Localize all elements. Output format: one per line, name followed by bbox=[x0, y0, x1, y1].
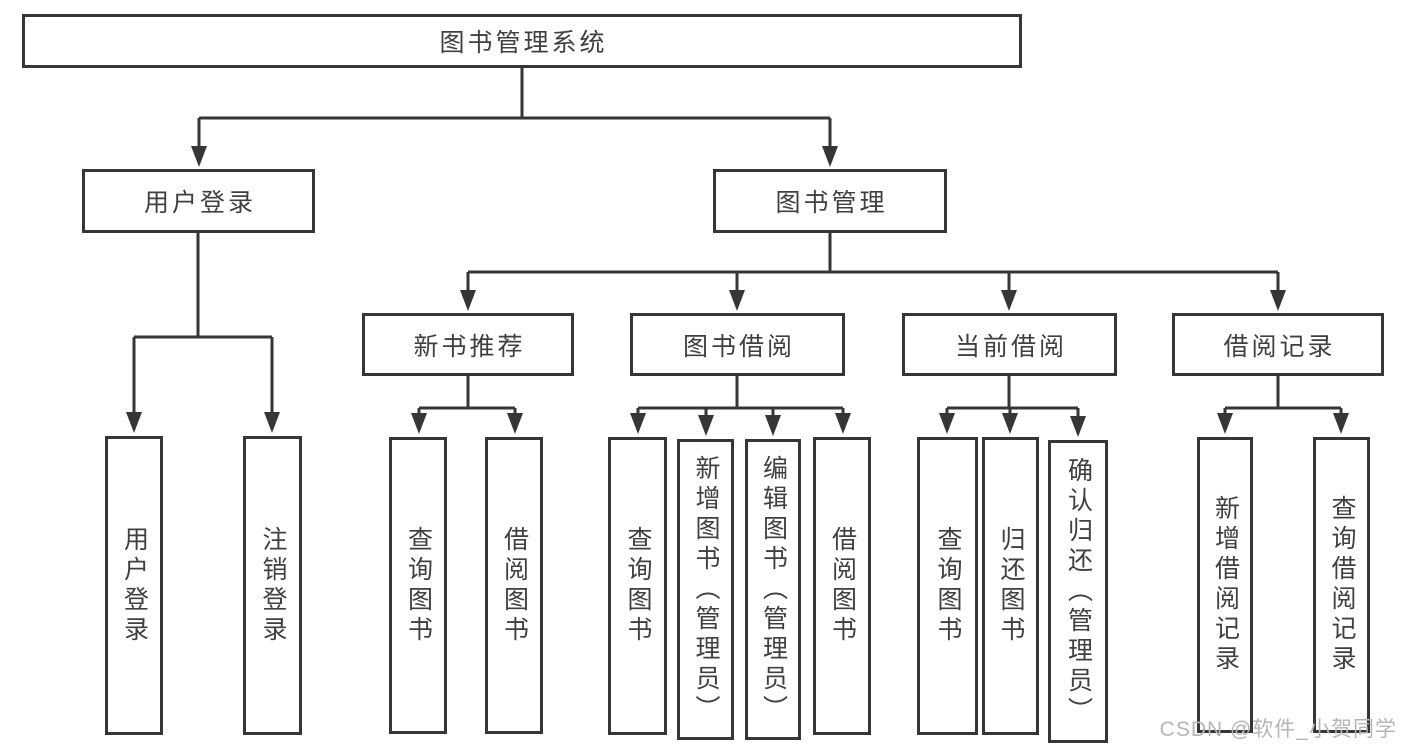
node-new-book-recommend: 新书推荐 bbox=[362, 313, 574, 376]
leaf-query-books-current: 查询图书 bbox=[917, 437, 978, 735]
node-borrow-records: 借阅记录 bbox=[1172, 313, 1384, 376]
leaf-borrow-books-recommend-label: 借阅图书 bbox=[500, 525, 529, 646]
arrowheads bbox=[126, 146, 1349, 437]
connector-records-branch bbox=[1223, 376, 1343, 415]
leaf-return-books: 归还图书 bbox=[982, 437, 1039, 735]
node-new-book-recommend-label: 新书推荐 bbox=[413, 332, 526, 361]
csdn-watermark: CSDN @软件_小贺同学 bbox=[1159, 718, 1397, 741]
node-user-login-label: 用户登录 bbox=[143, 189, 256, 217]
node-current-borrow-label: 当前借阅 bbox=[954, 332, 1067, 361]
connector-borrow-branch bbox=[636, 376, 845, 417]
leaf-confirm-return-admin: 确认归还（管理员） bbox=[1048, 440, 1108, 743]
node-root: 图书管理系统 bbox=[22, 14, 1022, 68]
connector-mgmt-branch bbox=[466, 233, 1280, 292]
connector-root bbox=[197, 68, 832, 148]
leaf-add-book-admin: 新增图书（管理员） bbox=[677, 439, 734, 740]
node-borrow-records-label: 借阅记录 bbox=[1223, 332, 1336, 361]
leaf-borrow-books-label: 借阅图书 bbox=[828, 526, 857, 646]
leaf-add-book-admin-label: 新增图书（管理员） bbox=[692, 454, 720, 725]
node-book-borrow: 图书借阅 bbox=[630, 313, 845, 376]
leaf-borrow-books: 借阅图书 bbox=[813, 437, 871, 735]
leaf-logout-label: 注销登录 bbox=[259, 525, 287, 646]
leaf-return-books-label: 归还图书 bbox=[997, 526, 1025, 646]
leaf-query-books-recommend-label: 查询图书 bbox=[404, 525, 433, 646]
node-user-login: 用户登录 bbox=[82, 169, 315, 233]
node-book-borrow-label: 图书借阅 bbox=[682, 332, 795, 361]
leaf-query-books-current-label: 查询图书 bbox=[934, 526, 962, 646]
leaf-query-books-borrow-label: 查询图书 bbox=[624, 526, 652, 646]
leaf-query-borrow-record: 查询借阅记录 bbox=[1313, 437, 1370, 733]
leaf-confirm-return-admin-label: 确认归还（管理员） bbox=[1064, 456, 1093, 727]
node-root-label: 图书管理系统 bbox=[439, 29, 608, 57]
node-book-management-label: 图书管理 bbox=[775, 189, 888, 217]
leaf-query-books-recommend: 查询图书 bbox=[389, 437, 447, 734]
connector-recommend-branch bbox=[417, 376, 517, 415]
leaf-user-login-label: 用户登录 bbox=[120, 525, 149, 646]
leaf-user-login: 用户登录 bbox=[105, 436, 163, 735]
leaf-query-borrow-record-label: 查询借阅记录 bbox=[1328, 495, 1356, 675]
leaf-edit-book-admin-label: 编辑图书（管理员） bbox=[759, 454, 788, 725]
connector-current-branch bbox=[945, 376, 1080, 418]
leaf-logout: 注销登录 bbox=[243, 436, 302, 735]
connector-login-branch bbox=[132, 233, 274, 414]
leaf-add-borrow-record: 新增借阅记录 bbox=[1197, 437, 1253, 733]
leaf-edit-book-admin: 编辑图书（管理员） bbox=[745, 439, 801, 740]
node-book-management: 图书管理 bbox=[713, 169, 947, 233]
leaf-query-books-borrow: 查询图书 bbox=[608, 437, 667, 735]
leaf-borrow-books-recommend: 借阅图书 bbox=[485, 437, 543, 734]
leaf-add-borrow-record-label: 新增借阅记录 bbox=[1211, 495, 1240, 675]
node-current-borrow: 当前借阅 bbox=[902, 313, 1117, 376]
